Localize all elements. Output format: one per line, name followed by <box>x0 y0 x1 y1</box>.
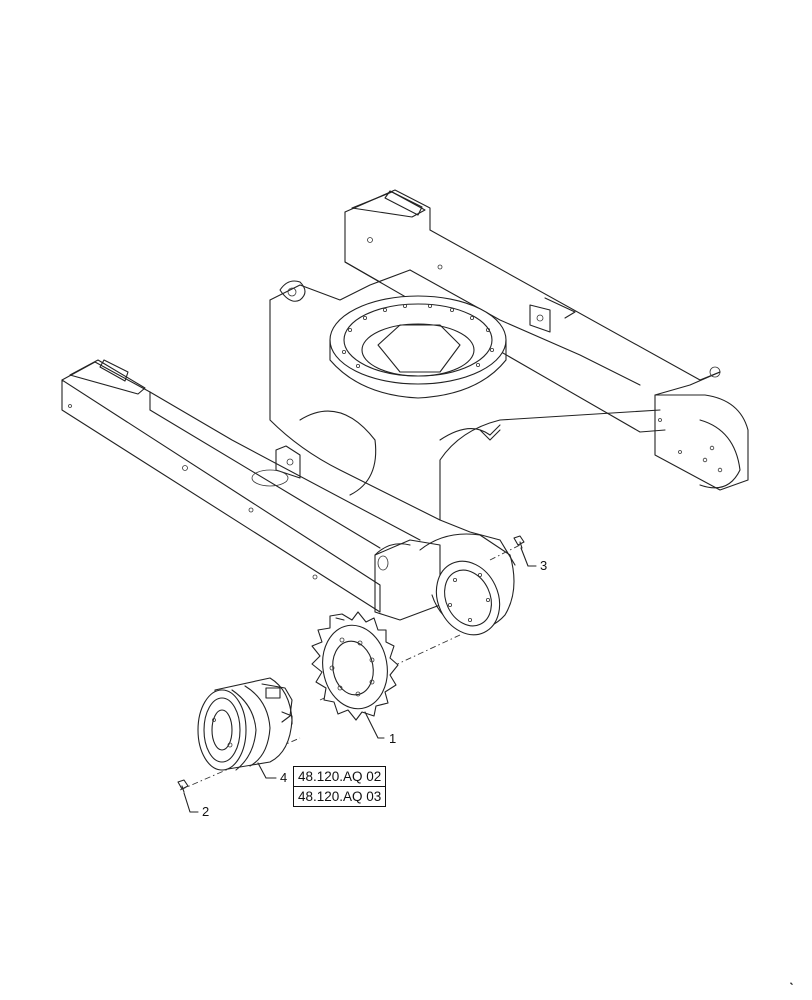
reference-link-1[interactable]: 48.120.AQ 02 <box>293 766 387 787</box>
reference-link-2[interactable]: 48.120.AQ 03 <box>293 786 387 807</box>
sprocket-part <box>311 611 399 721</box>
bolt-part-3 <box>513 535 525 549</box>
callout-1: 1 <box>364 711 396 746</box>
travel-motor-part <box>197 677 293 771</box>
callout-2-number: 2 <box>202 804 209 819</box>
bolt-part-2 <box>177 779 189 793</box>
callout-4: 4 <box>257 762 287 785</box>
callout-2: 2 <box>183 792 209 819</box>
callout-3-number: 3 <box>540 558 547 573</box>
callout-1-number: 1 <box>389 731 396 746</box>
callout-4-number: 4 <box>280 770 287 785</box>
track-frame <box>61 189 749 636</box>
callout-3: 3 <box>520 547 547 573</box>
svg-text:`: ` <box>790 982 793 992</box>
